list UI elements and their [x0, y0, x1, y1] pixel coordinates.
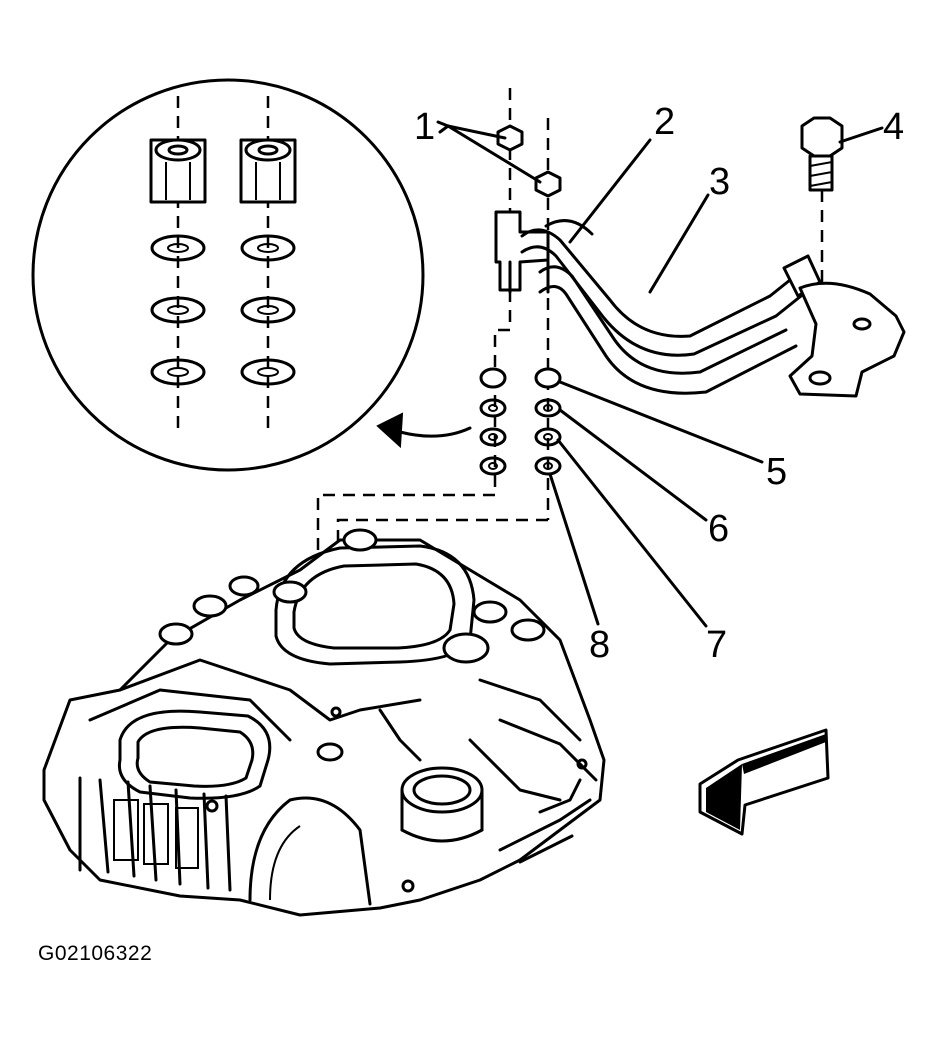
- manifold-bosses: [158, 528, 546, 762]
- fuel-pipe-assembly: [520, 219, 906, 398]
- callout-3: 3: [709, 161, 731, 203]
- detail-pointer-arrow: [376, 412, 472, 449]
- front-direction-arrow: [698, 728, 830, 836]
- intake-manifold: [42, 528, 606, 917]
- callout-1: 1: [414, 106, 436, 148]
- callout-5: 5: [766, 451, 788, 493]
- manifold-front-panels: [78, 776, 232, 892]
- callout-6: 6: [708, 508, 730, 550]
- callout-7: 7: [706, 624, 728, 666]
- detail-nut-right: [239, 138, 297, 204]
- callout-8: 8: [589, 624, 611, 666]
- figure-id: G02106322: [38, 942, 153, 965]
- nut-washer-stack: [479, 367, 562, 476]
- bolt-item-4: [800, 116, 844, 192]
- detail-view-circle: [31, 78, 425, 472]
- callout-2: 2: [654, 101, 676, 143]
- nuts-item-1: [496, 124, 562, 198]
- callout-4: 4: [883, 106, 905, 148]
- detail-nut-left: [149, 138, 207, 204]
- detail-washers: [150, 234, 296, 386]
- leader-lines: [436, 120, 884, 628]
